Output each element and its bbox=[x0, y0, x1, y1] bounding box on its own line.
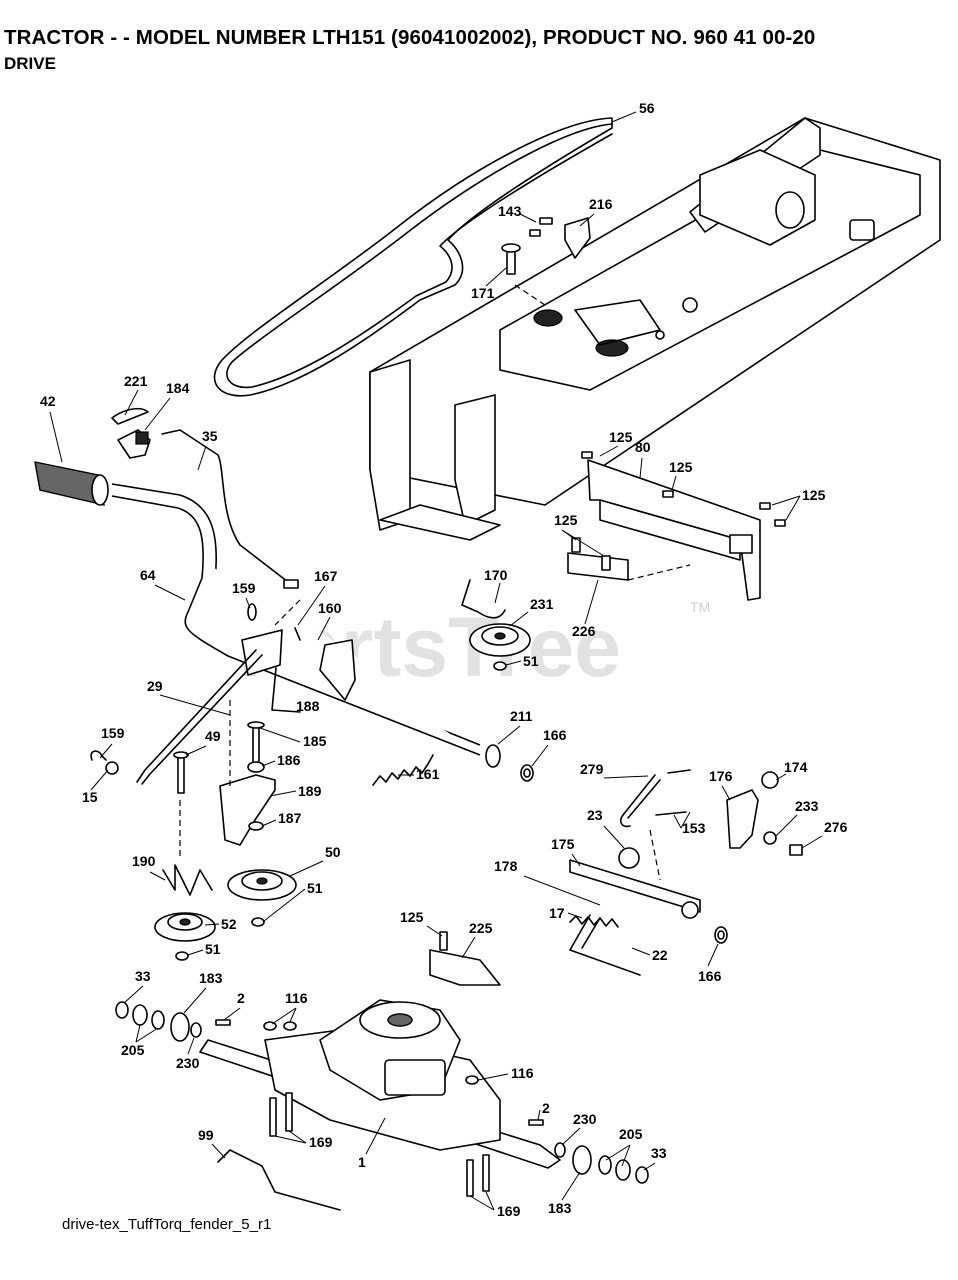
callout-49: 49 bbox=[205, 728, 221, 744]
callout-169: 169 bbox=[309, 1134, 333, 1150]
callout-42: 42 bbox=[40, 393, 56, 409]
callout-17: 17 bbox=[549, 905, 565, 921]
watermark-trademark: TM bbox=[690, 599, 710, 615]
callout-171: 171 bbox=[471, 285, 495, 301]
callout-216: 216 bbox=[589, 196, 613, 212]
callout-183: 183 bbox=[548, 1200, 572, 1216]
idler-pulley-upper bbox=[461, 579, 531, 671]
callout-159: 159 bbox=[232, 580, 256, 596]
callout-116: 116 bbox=[511, 1065, 534, 1081]
callout-159: 159 bbox=[101, 725, 125, 741]
callout-labels: 56 143 216 171 221 184 42 35 125 80 125 … bbox=[40, 100, 848, 1219]
callout-56: 56 bbox=[639, 100, 655, 116]
callout-23: 23 bbox=[587, 807, 603, 823]
drive-belt bbox=[213, 111, 637, 397]
callout-169: 169 bbox=[497, 1203, 521, 1219]
callout-187: 187 bbox=[278, 810, 302, 826]
callout-143: 143 bbox=[498, 203, 522, 219]
callout-1: 1 bbox=[358, 1154, 366, 1170]
callout-35: 35 bbox=[202, 428, 218, 444]
callout-160: 160 bbox=[318, 600, 342, 616]
callout-125: 125 bbox=[400, 909, 424, 925]
brake-rod-assembly bbox=[90, 649, 263, 794]
callout-176: 176 bbox=[709, 768, 733, 784]
shift-rod bbox=[161, 429, 293, 586]
callout-33: 33 bbox=[651, 1145, 667, 1161]
tractor-frame bbox=[369, 117, 941, 541]
callout-161: 161 bbox=[416, 766, 440, 782]
callout-52: 52 bbox=[221, 916, 237, 932]
callout-125: 125 bbox=[802, 487, 826, 503]
callout-226: 226 bbox=[572, 623, 596, 639]
callout-99: 99 bbox=[198, 1127, 214, 1143]
idler-pulleys-lower bbox=[154, 700, 297, 961]
bypass-rod bbox=[217, 1149, 341, 1211]
callout-188: 188 bbox=[296, 698, 320, 714]
fender-bracket bbox=[567, 451, 786, 601]
right-axle-hardware bbox=[528, 1119, 649, 1184]
callout-185: 185 bbox=[303, 733, 327, 749]
callout-125: 125 bbox=[554, 512, 578, 528]
callout-166: 166 bbox=[543, 727, 567, 743]
callout-276: 276 bbox=[824, 819, 848, 835]
right-side-linkage bbox=[618, 769, 803, 881]
upper-bracket-hardware bbox=[501, 217, 591, 306]
callout-116: 116 bbox=[285, 990, 308, 1006]
callout-225: 225 bbox=[469, 920, 493, 936]
callout-221: 221 bbox=[124, 373, 148, 389]
callout-174: 174 bbox=[784, 759, 808, 775]
callout-167: 167 bbox=[314, 568, 338, 584]
callout-170: 170 bbox=[484, 567, 508, 583]
shaft-bushings bbox=[485, 744, 534, 782]
callout-153: 153 bbox=[682, 820, 706, 836]
callout-184: 184 bbox=[166, 380, 190, 396]
callout-205: 205 bbox=[619, 1126, 643, 1142]
callout-230: 230 bbox=[573, 1111, 597, 1127]
left-axle-hardware bbox=[115, 1001, 231, 1042]
page-subtitle: DRIVE bbox=[4, 54, 56, 73]
callout-233: 233 bbox=[795, 798, 819, 814]
callout-189: 189 bbox=[298, 783, 322, 799]
callout-29: 29 bbox=[147, 678, 163, 694]
callout-50: 50 bbox=[325, 844, 341, 860]
callout-183: 183 bbox=[199, 970, 223, 986]
callout-211: 211 bbox=[510, 708, 533, 724]
callout-125: 125 bbox=[669, 459, 693, 475]
callout-51: 51 bbox=[307, 880, 323, 896]
pedal-linkage bbox=[241, 599, 356, 713]
callout-15: 15 bbox=[82, 789, 98, 805]
tension-spring bbox=[372, 754, 434, 786]
callout-22: 22 bbox=[652, 947, 668, 963]
callout-2: 2 bbox=[542, 1100, 550, 1116]
callout-190: 190 bbox=[132, 853, 156, 869]
callout-51: 51 bbox=[523, 653, 539, 669]
callout-2: 2 bbox=[237, 990, 245, 1006]
callout-33: 33 bbox=[135, 968, 151, 984]
callout-186: 186 bbox=[277, 752, 301, 768]
callout-230: 230 bbox=[176, 1055, 200, 1071]
shift-knob-parts bbox=[34, 407, 481, 756]
callout-205: 205 bbox=[121, 1042, 145, 1058]
drawing-id-footer: drive-tex_TuffTorq_fender_5_r1 bbox=[62, 1216, 272, 1233]
callout-175: 175 bbox=[551, 836, 575, 852]
rod-end bbox=[283, 579, 299, 589]
brake-shaft-assembly bbox=[569, 859, 728, 976]
callout-125: 125 bbox=[609, 429, 633, 445]
leader-lines bbox=[49, 213, 823, 1211]
callout-80: 80 bbox=[635, 439, 651, 455]
page-title: TRACTOR - - MODEL NUMBER LTH151 (9604100… bbox=[4, 26, 816, 49]
callout-279: 279 bbox=[580, 761, 604, 777]
callout-51: 51 bbox=[205, 941, 221, 957]
callout-231: 231 bbox=[530, 596, 554, 612]
callout-64: 64 bbox=[140, 567, 156, 583]
transaxle bbox=[199, 999, 561, 1197]
callout-178: 178 bbox=[494, 858, 518, 874]
callout-166: 166 bbox=[698, 968, 722, 984]
transmission-shield bbox=[429, 931, 501, 986]
